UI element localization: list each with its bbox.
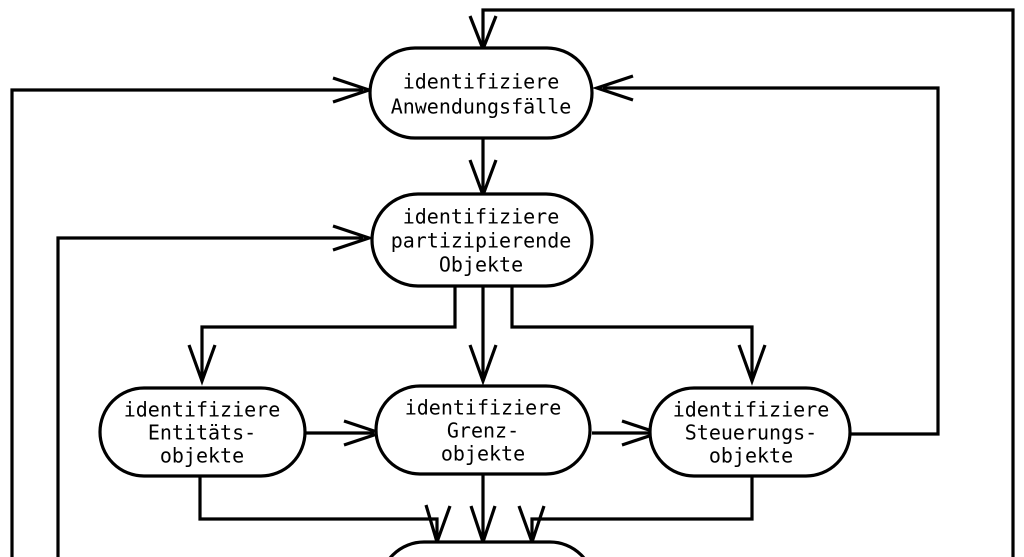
node-bottom-partial-shape	[388, 540, 586, 557]
node-partizipierende-objekte[interactable]: identifiziere partizipierende Objekte	[370, 192, 594, 288]
node-partizipierende-objekte-line-2: partizipierende	[391, 229, 572, 253]
node-anwendungsfaelle-line-2: Anwendungsfälle	[391, 95, 572, 119]
node-entitaetsobjekte[interactable]: identifiziere Entitäts- objekte	[98, 386, 307, 478]
edge-outer-feedback-bus	[481, 8, 1015, 557]
arrowhead-into-grenz	[468, 344, 498, 386]
arrowhead-right-into-anwendungsfaelle	[591, 74, 634, 102]
edge-inner-return-bus	[56, 236, 363, 557]
edge-left-return-bus	[10, 88, 363, 557]
node-entitaetsobjekte-line-2: Entitäts-	[148, 421, 256, 445]
node-steuerungsobjekte-line-3: objekte	[709, 444, 793, 468]
arrowhead-left-into-partizipierende	[332, 224, 375, 252]
node-entitaetsobjekte-shape	[98, 386, 307, 478]
node-partizipierende-objekte-line-3: Objekte	[439, 253, 523, 277]
node-partizipierende-objekte-shape	[370, 192, 594, 288]
node-entitaetsobjekte-line-1: identifiziere	[124, 398, 281, 422]
edge-entitaets-to-bottom	[198, 472, 439, 537]
node-entitaetsobjekte-line-3: objekte	[160, 444, 244, 468]
node-steuerungsobjekte-shape	[648, 386, 852, 478]
edge-layer	[10, 8, 1015, 557]
arrowhead-into-steuerungs	[737, 344, 767, 386]
node-bottom-partial[interactable]	[380, 540, 594, 557]
node-grenzobjekte-shape	[374, 384, 592, 476]
node-anwendungsfaelle[interactable]: identifiziere Anwendungsfälle	[368, 46, 594, 140]
node-partizipierende-objekte-line-1: identifiziere	[403, 205, 560, 229]
edge-steuerungs-to-bottom	[530, 472, 754, 537]
node-grenzobjekte-line-3: objekte	[441, 442, 525, 466]
node-steuerungsobjekte-line-2: Steuerungs-	[685, 421, 817, 445]
node-grenzobjekte-line-1: identifiziere	[405, 396, 562, 420]
node-steuerungsobjekte[interactable]: identifiziere Steuerungs- objekte	[648, 386, 852, 478]
arrowhead-into-entitaets	[187, 344, 217, 386]
node-grenzobjekte[interactable]: identifiziere Grenz- objekte	[374, 384, 592, 476]
node-grenzobjekte-line-2: Grenz-	[447, 419, 519, 443]
edge-partizipierende-to-steuerungs	[510, 285, 754, 378]
edge-steuerungs-feedback-to-anwendungsfaelle	[603, 86, 940, 436]
node-anwendungsfaelle-shape	[368, 46, 594, 140]
node-steuerungsobjekte-line-1: identifiziere	[673, 398, 830, 422]
edge-partizipierende-to-entitaets	[200, 285, 457, 378]
node-anwendungsfaelle-line-1: identifiziere	[403, 70, 560, 94]
